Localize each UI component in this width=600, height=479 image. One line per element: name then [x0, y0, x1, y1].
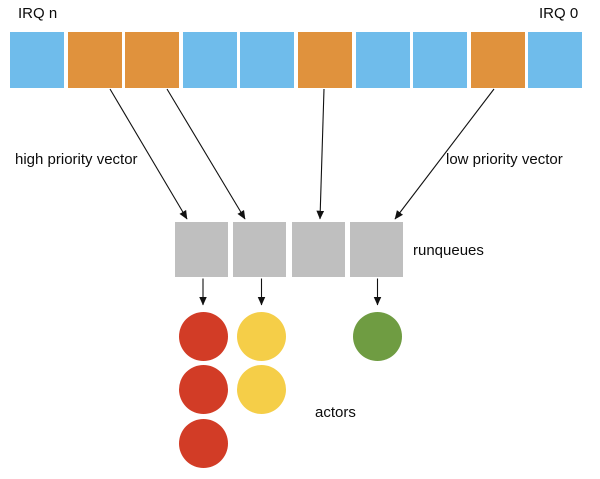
runqueue-cell-1 — [233, 222, 287, 277]
irq-cell-5-active — [298, 32, 352, 88]
irq-cell-8-active — [470, 32, 525, 88]
actor-red-2 — [178, 418, 228, 468]
irq-n-label: IRQ n — [18, 5, 58, 22]
irq-cell-0-inactive — [10, 32, 64, 88]
irq-cell-9-inactive — [528, 32, 583, 88]
actor-green-0 — [353, 311, 402, 361]
runqueues-label: runqueues — [413, 242, 484, 259]
actor-yellow-0 — [237, 311, 286, 361]
irq-cell-2-active — [125, 32, 180, 88]
high-priority-vector-label: high priority vector — [15, 151, 138, 168]
runqueue-cell-3 — [350, 222, 404, 277]
actor-red-0 — [178, 311, 228, 361]
irq-0-label: IRQ 0 — [539, 5, 579, 22]
irq-cell-7-inactive — [413, 32, 468, 88]
actors-label: actors — [315, 404, 356, 421]
runqueue-cell-0 — [175, 222, 228, 277]
arrow-irq-5-to-runqueue-2 — [316, 88, 325, 220]
arrow-irq-1-to-runqueue-0 — [109, 88, 188, 220]
actor-yellow-1 — [237, 365, 286, 414]
arrow-irq-8-to-runqueue-3 — [394, 88, 495, 220]
irq-cell-4-inactive — [240, 32, 295, 88]
runqueue-cell-2 — [291, 222, 345, 277]
low-priority-vector-label: low priority vector — [446, 151, 563, 168]
irq-cell-3-inactive — [182, 32, 237, 88]
actor-red-1 — [178, 365, 228, 414]
arrow-irq-2-to-runqueue-1 — [166, 88, 246, 220]
irq-cell-1-active — [67, 32, 122, 88]
irq-cell-6-inactive — [355, 32, 410, 88]
